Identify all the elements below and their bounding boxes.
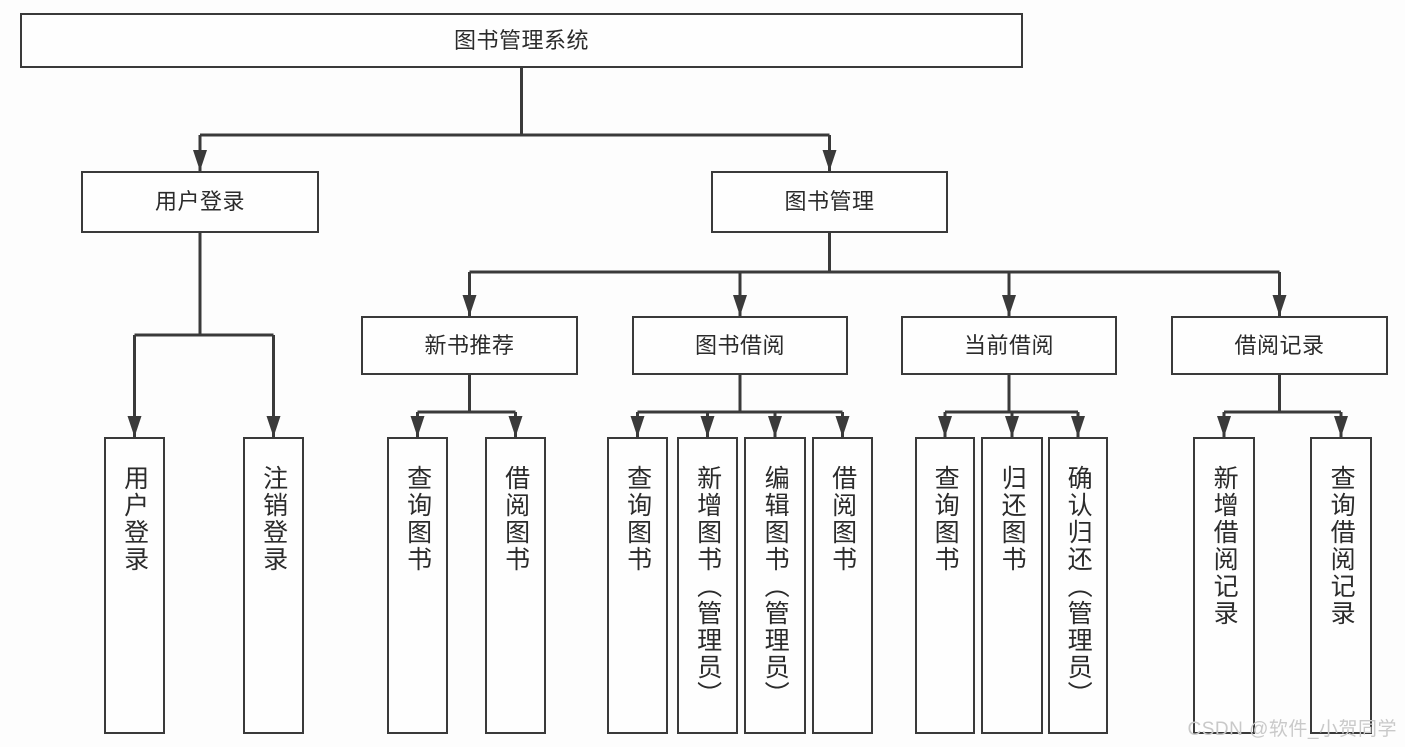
node-current-borrow-label: 当前借阅 bbox=[963, 332, 1054, 358]
node-book-management-module[interactable]: 图书管理 bbox=[711, 171, 948, 233]
node-book-borrow-label: 图书借阅 bbox=[694, 332, 785, 358]
node-book-management-module-label: 图书管理 bbox=[784, 189, 875, 215]
leaf-user-logout[interactable]: 注销登录 bbox=[243, 437, 304, 734]
leaf-record-add-record[interactable]: 新增借阅记录 bbox=[1193, 437, 1255, 734]
leaf-borrow-edit-book-admin[interactable]: 编辑图书（管理员） bbox=[744, 437, 806, 734]
node-book-borrow[interactable]: 图书借阅 bbox=[632, 316, 848, 375]
leaf-borrow-borrow-book[interactable]: 借阅图书 bbox=[812, 437, 873, 734]
leaf-current-confirm-return-admin-label: 确认归还（管理员） bbox=[1064, 465, 1093, 708]
leaf-borrow-add-book-admin-label: 新增图书（管理员） bbox=[693, 465, 722, 708]
node-borrow-record[interactable]: 借阅记录 bbox=[1171, 316, 1388, 375]
leaf-record-query-record-label: 查询借阅记录 bbox=[1327, 465, 1356, 627]
leaf-current-query-book-label: 查询图书 bbox=[931, 465, 960, 573]
node-new-book-recommend[interactable]: 新书推荐 bbox=[361, 316, 578, 375]
leaf-user-logout-label: 注销登录 bbox=[259, 465, 288, 573]
leaf-borrow-query-book[interactable]: 查询图书 bbox=[607, 437, 668, 734]
leaf-current-query-book[interactable]: 查询图书 bbox=[915, 437, 975, 734]
node-root-label: 图书管理系统 bbox=[453, 27, 589, 53]
leaf-current-return-book-label: 归还图书 bbox=[998, 465, 1027, 573]
leaf-newbook-borrow-book-label: 借阅图书 bbox=[501, 465, 530, 573]
leaf-record-query-record[interactable]: 查询借阅记录 bbox=[1310, 437, 1372, 734]
leaf-user-login-label: 用户登录 bbox=[120, 465, 149, 573]
node-user-login-module[interactable]: 用户登录 bbox=[81, 171, 319, 233]
leaf-newbook-query-book[interactable]: 查询图书 bbox=[387, 437, 448, 734]
node-user-login-module-label: 用户登录 bbox=[154, 189, 245, 215]
node-borrow-record-label: 借阅记录 bbox=[1234, 332, 1325, 358]
leaf-current-return-book[interactable]: 归还图书 bbox=[981, 437, 1043, 734]
leaf-borrow-edit-book-admin-label: 编辑图书（管理员） bbox=[761, 465, 790, 708]
node-current-borrow[interactable]: 当前借阅 bbox=[901, 316, 1117, 375]
leaf-newbook-query-book-label: 查询图书 bbox=[403, 465, 432, 573]
leaf-borrow-borrow-book-label: 借阅图书 bbox=[828, 465, 857, 573]
watermark: CSDN @软件_小贺同学 bbox=[1187, 719, 1397, 740]
leaf-borrow-add-book-admin[interactable]: 新增图书（管理员） bbox=[677, 437, 738, 734]
leaf-user-login[interactable]: 用户登录 bbox=[104, 437, 165, 734]
node-new-book-recommend-label: 新书推荐 bbox=[424, 332, 515, 358]
leaf-newbook-borrow-book[interactable]: 借阅图书 bbox=[485, 437, 546, 734]
leaf-borrow-query-book-label: 查询图书 bbox=[623, 465, 652, 573]
leaf-record-add-record-label: 新增借阅记录 bbox=[1210, 465, 1239, 627]
node-root[interactable]: 图书管理系统 bbox=[20, 13, 1023, 68]
leaf-current-confirm-return-admin[interactable]: 确认归还（管理员） bbox=[1048, 437, 1108, 734]
